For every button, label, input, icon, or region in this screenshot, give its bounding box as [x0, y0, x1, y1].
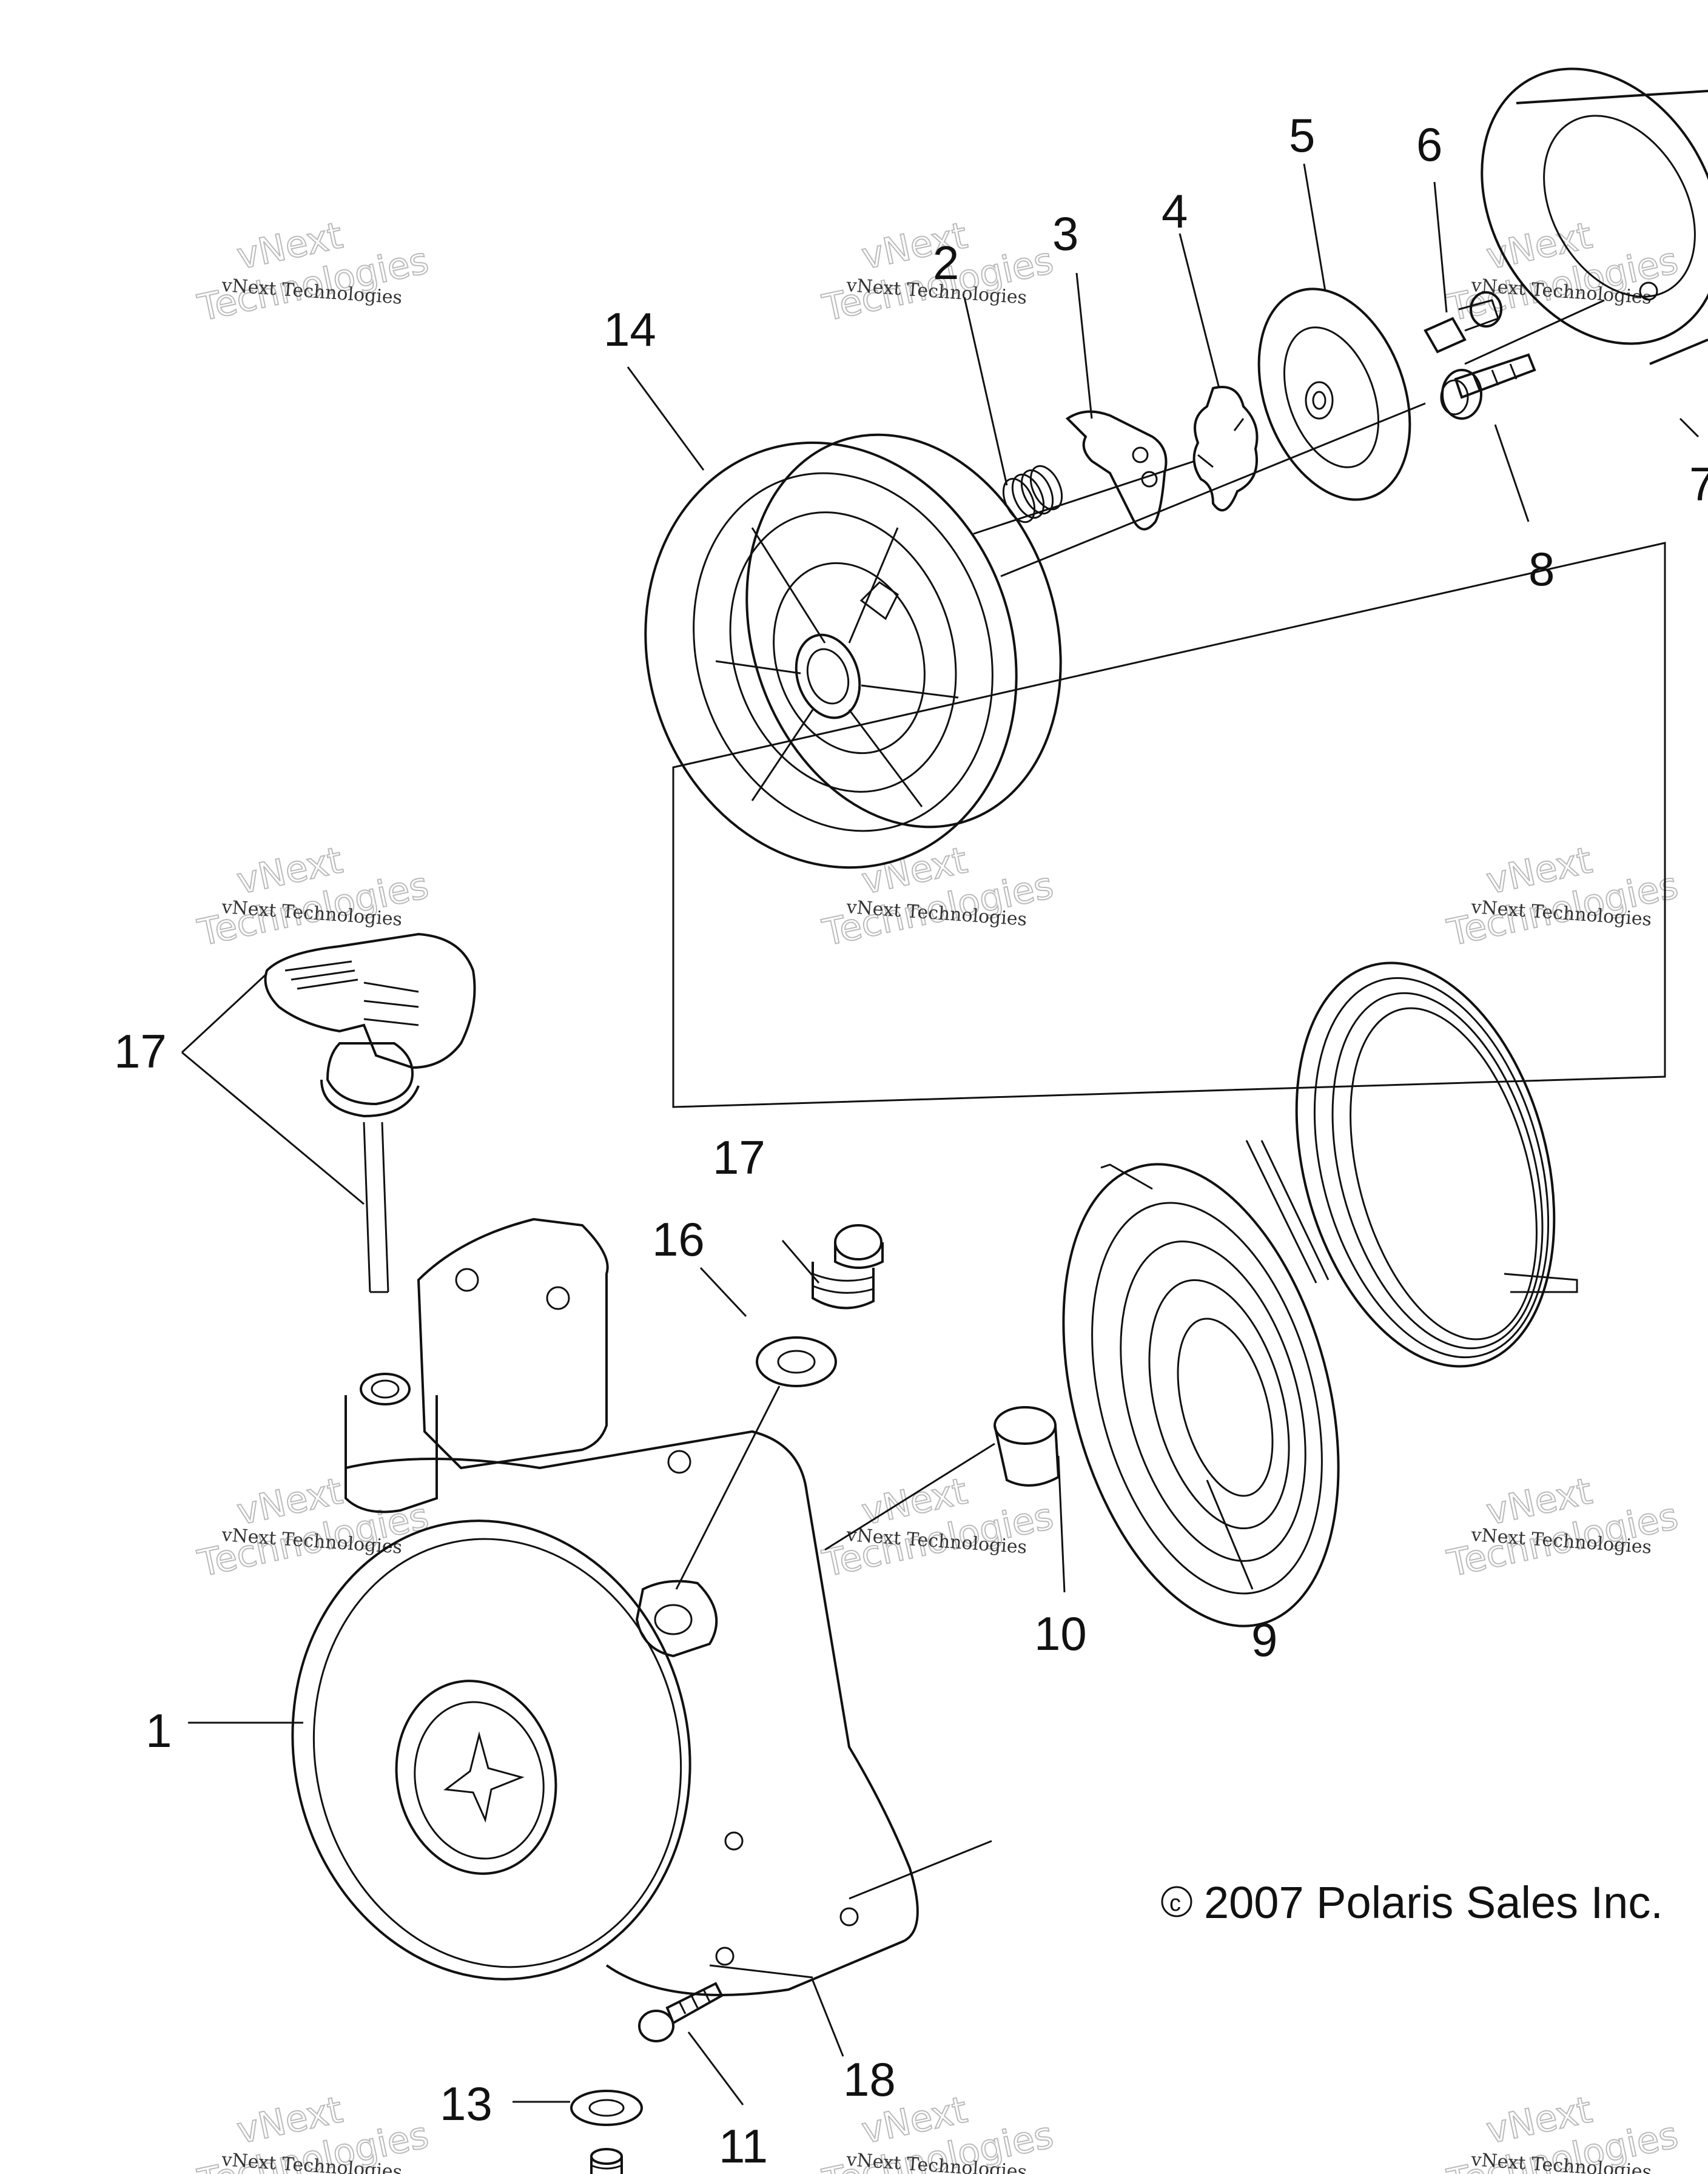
- part-8-flange-bolt: [1440, 353, 1536, 420]
- copyright-text: 2007 Polaris Sales Inc.: [1204, 1877, 1663, 1928]
- copyright-symbol: c: [1169, 1891, 1181, 1916]
- part-2-spring: [1002, 465, 1063, 523]
- part-9-recoil-spring: [1062, 1163, 1340, 1627]
- part-15-washer: [756, 1336, 837, 1387]
- callout-labels: 14 2 3 4 5 6 7 8 17 17 16 10 9 1 18 13 1…: [114, 109, 1708, 2173]
- part-4-clip: [1192, 386, 1259, 512]
- part-6-bolt: [1424, 291, 1502, 354]
- assembly-frame: [672, 542, 1666, 1108]
- starter-rope-coil: [1245, 961, 1578, 1368]
- callout-17: 17: [114, 1025, 167, 1078]
- part-5-cam-plate: [1257, 288, 1411, 501]
- callout-5: 5: [1289, 109, 1315, 162]
- callout-11: 11: [719, 2119, 768, 2173]
- callout-9: 9: [1251, 1613, 1277, 1666]
- callout-1: 1: [146, 1704, 172, 1757]
- part-12-plug: [590, 2148, 623, 2174]
- callout-15: 16: [652, 1213, 705, 1266]
- leader-lines: [181, 163, 1700, 2105]
- watermark: vNext Technologies: [1443, 1469, 1683, 1586]
- callout-14: 14: [604, 303, 656, 356]
- callout-18: 18: [843, 2053, 896, 2106]
- part-11-screw: [638, 1982, 724, 2042]
- callout-10: 10: [1034, 1607, 1087, 1660]
- callout-4: 4: [1162, 184, 1188, 238]
- copyright-notice: c 2007 Polaris Sales Inc.: [1161, 1877, 1663, 1928]
- part-1-starter-housing: [291, 1217, 919, 1996]
- callout-3: 3: [1052, 207, 1078, 260]
- callout-8: 8: [1528, 542, 1555, 596]
- watermark: vNext Technologies: [1443, 838, 1683, 955]
- watermark: vNext Technologies: [193, 838, 433, 955]
- part-16-plug: [812, 1224, 884, 1310]
- part-14-rope-pulley: [644, 433, 1062, 869]
- callout-2: 2: [933, 236, 959, 289]
- part-3-pawl: [1065, 410, 1168, 531]
- watermark: vNext Technologies: [818, 1469, 1058, 1586]
- part-10-bushing: [994, 1406, 1060, 1487]
- callout-16: 17: [713, 1131, 765, 1184]
- part-17-handle: [264, 932, 476, 1293]
- callout-7: 7: [1689, 457, 1708, 511]
- watermark: vNext Technologies: [193, 214, 433, 330]
- part-7-housing-cup: [1481, 67, 1708, 365]
- part-13-washer: [570, 2090, 643, 2126]
- watermark: vNext Technologies: [193, 1469, 433, 1586]
- callout-13: 13: [440, 2077, 493, 2130]
- callout-6: 6: [1416, 118, 1442, 171]
